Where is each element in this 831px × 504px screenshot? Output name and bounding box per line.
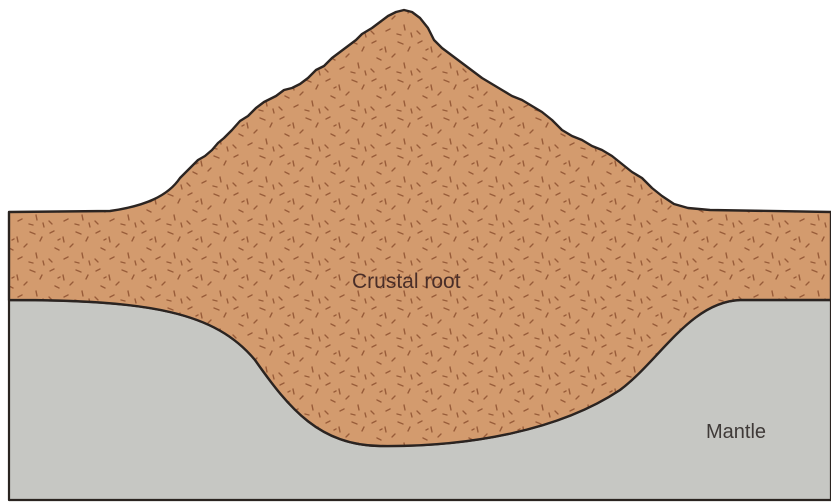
- mantle-label: Mantle: [706, 421, 766, 444]
- crustal-root-label: Crustal root: [352, 270, 461, 294]
